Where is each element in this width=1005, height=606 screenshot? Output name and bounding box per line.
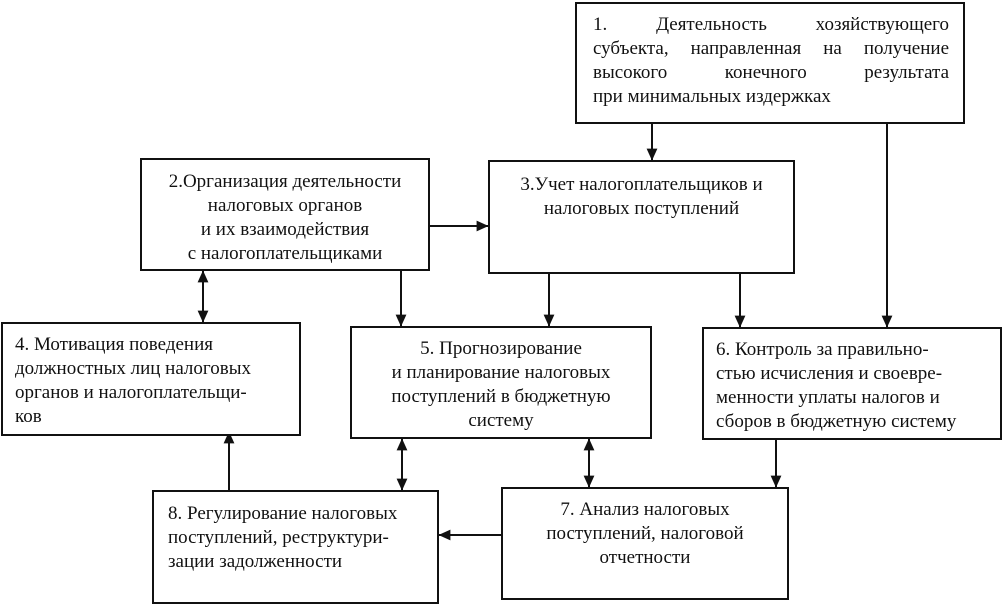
node-1-line: при минимальных издержках xyxy=(593,86,831,107)
node-7-analysis: 7. Анализ налоговых поступлений, налогов… xyxy=(501,487,789,600)
node-1-line: 1. Деятельность хозяйствующего xyxy=(593,14,949,35)
node-4-line: ков xyxy=(15,406,42,427)
node-5-line: поступлений в бюджетную xyxy=(391,386,611,407)
node-8-regulation: 8. Регулирование налоговых поступлений, … xyxy=(152,490,439,604)
node-1-economic-activity: 1. Деятельность хозяйствующего субъекта,… xyxy=(575,2,965,124)
node-4-line: органов и налогоплательщи- xyxy=(15,382,247,403)
node-8-line: зации задолженности xyxy=(168,551,343,572)
node-7-line: отчетности xyxy=(599,547,691,568)
node-2-text: 2.Организация деятельности налоговых орг… xyxy=(152,170,418,266)
node-2-line: 2.Организация деятельности xyxy=(168,171,402,192)
node-2-organization: 2.Организация деятельности налоговых орг… xyxy=(140,158,430,271)
node-3-text: 3.Учет налогоплательщиков и налоговых по… xyxy=(500,173,783,221)
node-8-text: 8. Регулирование налоговых поступлений, … xyxy=(168,502,431,574)
node-3-line: 3.Учет налогоплательщиков и xyxy=(520,174,763,195)
node-6-control: 6. Контроль за правильно- стью исчислени… xyxy=(702,327,1002,440)
node-3-line: налоговых поступлений xyxy=(543,198,740,219)
node-6-line: 6. Контроль за правильно- xyxy=(716,339,929,360)
node-5-line: систему xyxy=(468,410,534,431)
node-4-text: 4. Мотивация поведения должностных лиц н… xyxy=(15,333,291,429)
node-4-line: должностных лиц налоговых xyxy=(15,358,251,379)
node-6-line: стью исчисления и своевре- xyxy=(716,363,943,384)
node-3-accounting: 3.Учет налогоплательщиков и налоговых по… xyxy=(488,160,795,274)
node-2-line: с налогоплательщиками xyxy=(187,243,383,264)
node-2-line: и их взаимодействия xyxy=(200,219,370,240)
node-7-line: 7. Анализ налоговых xyxy=(560,499,730,520)
node-7-text: 7. Анализ налоговых поступлений, налогов… xyxy=(511,498,779,570)
node-8-line: 8. Регулирование налоговых xyxy=(168,503,398,524)
node-5-forecasting: 5. Прогнозирование и планирование налого… xyxy=(350,326,652,439)
node-5-line: и планирование налоговых xyxy=(391,362,611,383)
node-1-line: высокого конечного результата xyxy=(593,62,949,83)
node-4-motivation: 4. Мотивация поведения должностных лиц н… xyxy=(1,322,301,436)
node-4-line: 4. Мотивация поведения xyxy=(15,334,214,355)
node-1-line: субъекта, направленная на получение xyxy=(593,38,949,59)
node-6-line: сборов в бюджетную систему xyxy=(716,411,957,432)
node-6-text: 6. Контроль за правильно- стью исчислени… xyxy=(716,338,994,434)
node-5-text: 5. Прогнозирование и планирование налого… xyxy=(360,337,642,433)
node-7-line: поступлений, налоговой xyxy=(546,523,744,544)
node-5-line: 5. Прогнозирование xyxy=(420,338,582,359)
node-1-text: 1. Деятельность хозяйствующего субъекта,… xyxy=(593,13,949,109)
node-6-line: менности уплаты налогов и xyxy=(716,387,940,408)
node-2-line: налоговых органов xyxy=(207,195,363,216)
node-8-line: поступлений, реструктури- xyxy=(168,527,389,548)
